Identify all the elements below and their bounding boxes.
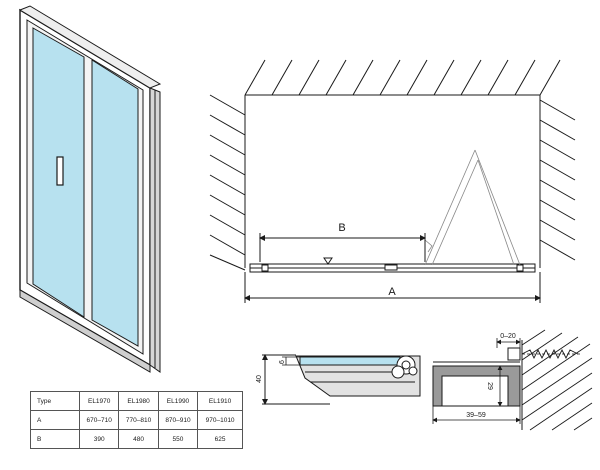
table-row: B 390 480 550 625 (30, 429, 243, 449)
door-handle (56, 156, 64, 186)
plan-view (209, 59, 576, 303)
table-cell: 770–810 (118, 410, 159, 430)
right-glass-panel (91, 59, 139, 347)
table-header-cell: Type (30, 391, 80, 411)
table-cell: 550 (157, 429, 199, 449)
wall-dowel (521, 348, 579, 360)
dimension-gap-label: 0–20 (500, 333, 516, 340)
table-cell: 390 (78, 429, 120, 449)
table-cell: A (30, 410, 80, 430)
dimension-b-label: B (338, 222, 345, 234)
table-row: A 670–710 770–810 870–910 970–1010 (30, 410, 243, 430)
wall-hatch-left (209, 94, 246, 271)
dimension-width-label: 39–59 (466, 412, 486, 419)
table-cell: 970–1010 (197, 410, 243, 430)
dimensions-table: Type EL1970 EL1980 EL1990 EL1910 A 670–7… (30, 391, 243, 449)
folding-door-swing (424, 149, 521, 266)
table-cell: 625 (197, 429, 243, 449)
table-header-cell: EL1970 (78, 391, 120, 411)
table-cell: 870–910 (157, 410, 199, 430)
wall-hatch-detail (521, 329, 593, 431)
profile-body (295, 355, 421, 397)
table-cell: 670–710 (78, 410, 120, 430)
table-header-cell: EL1990 (157, 391, 199, 411)
wall-hatch-right (539, 99, 576, 261)
table-cell: B (30, 429, 80, 449)
dimension-depth-label: 29 (486, 382, 493, 390)
table-row: Type EL1970 EL1980 EL1990 EL1910 (30, 391, 243, 411)
dimension-thickness-label: 6 (279, 360, 286, 364)
wall-hatch-top (244, 59, 561, 96)
dimension-height-label: 40 (256, 375, 263, 383)
door-perspective-view (18, 5, 162, 373)
table-header-cell: EL1910 (197, 391, 243, 411)
screw-anchor (507, 347, 521, 361)
table-cell: 480 (118, 429, 159, 449)
dimension-a-label: A (388, 286, 396, 298)
table-header-cell: EL1980 (118, 391, 159, 411)
profile-section-detail (262, 329, 593, 431)
glass-strip (299, 356, 401, 366)
